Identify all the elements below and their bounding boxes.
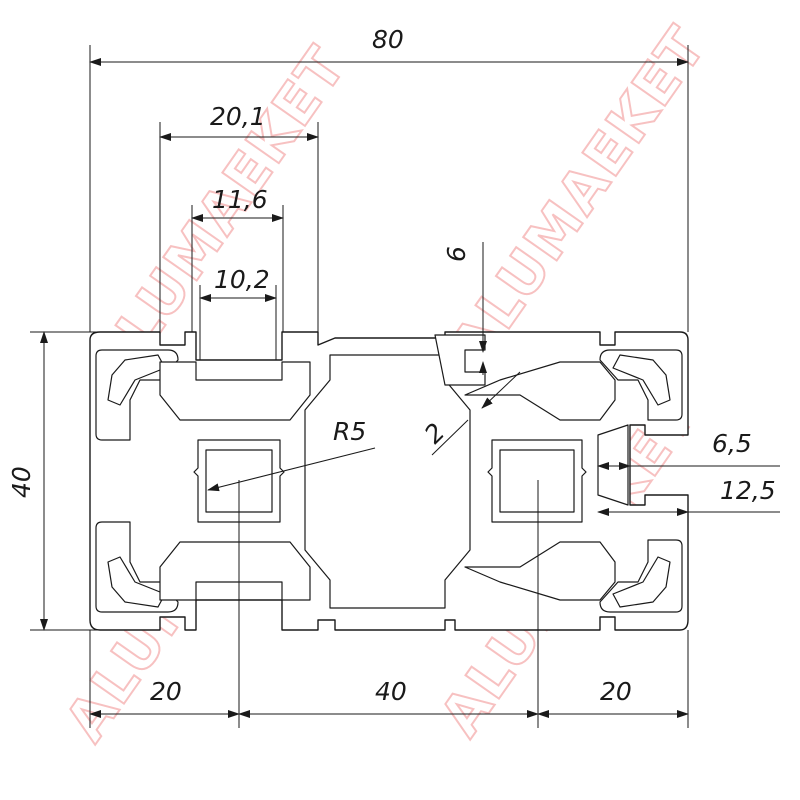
pocket-top-right-core xyxy=(612,354,671,406)
right-slot xyxy=(597,424,629,506)
pocket-top-left-core xyxy=(107,354,166,406)
label-right-inner: 6,5 xyxy=(712,429,752,458)
dimension-labels: 80 20,1 11,6 10,2 40 6 2 R5 6,5 12,5 20 … xyxy=(7,25,776,706)
label-slot-middle-width: 11,6 xyxy=(212,185,268,214)
tslot-top-left xyxy=(159,361,311,421)
tslot-top-right xyxy=(464,361,616,421)
label-bottom-right: 20 xyxy=(600,677,632,706)
tslot-bottom-left xyxy=(159,541,311,601)
leader-2-b xyxy=(481,371,521,409)
center-top-slot xyxy=(434,334,486,386)
leader-2-a xyxy=(431,419,469,456)
leader-r5 xyxy=(207,447,376,492)
label-radius: R5 xyxy=(333,417,366,446)
label-overall-height: 40 xyxy=(7,466,36,498)
label-slot-opening: 10,2 xyxy=(214,265,270,294)
center-cavity xyxy=(304,354,471,609)
core-right-hole xyxy=(499,449,575,513)
pocket-bottom-left-core xyxy=(107,556,166,608)
label-overall-width: 80 xyxy=(372,25,404,54)
label-bottom-center: 40 xyxy=(375,677,407,706)
dimension-lines xyxy=(30,45,780,728)
tslot-bottom-right xyxy=(464,541,616,601)
pocket-bottom-right-core xyxy=(612,556,671,608)
label-bottom-left: 20 xyxy=(150,677,182,706)
label-right-outer: 12,5 xyxy=(720,476,776,505)
aluminum-profile xyxy=(89,331,689,631)
label-wall-top: 6 xyxy=(442,246,471,262)
label-slot-outer-width: 20,1 xyxy=(210,102,266,131)
watermark-text-2: ALUMAEKET xyxy=(438,15,719,378)
